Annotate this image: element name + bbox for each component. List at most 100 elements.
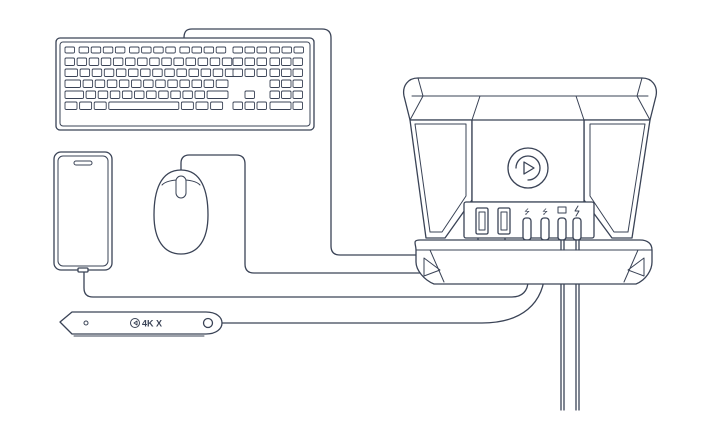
usb-c-port-icon: ⭍ <box>540 208 550 241</box>
keyboard-key <box>281 46 292 54</box>
keyboard-key <box>215 46 227 54</box>
keyboard-key <box>256 57 267 66</box>
keyboard-key <box>78 46 90 54</box>
keyboard-key <box>210 101 224 110</box>
keyboard-key <box>85 90 97 99</box>
keyboard-key <box>131 79 142 88</box>
keyboard-key <box>232 57 243 66</box>
keyboard-key <box>203 46 215 54</box>
keyboard-key <box>200 68 212 77</box>
keyboard-key <box>182 90 193 99</box>
keyboard-key <box>106 79 118 88</box>
keyboard-key <box>281 57 292 66</box>
dock-station-icon: ⭍ ⭍ <box>402 77 658 285</box>
keyboard-key <box>64 57 75 66</box>
usb-port-icon <box>497 207 511 235</box>
keyboard-key <box>153 46 164 54</box>
keyboard-key <box>76 57 88 66</box>
keyboard-key <box>115 68 127 77</box>
keyboard-key <box>212 68 224 77</box>
keyboard-key <box>129 46 140 54</box>
mouse-icon <box>153 169 209 255</box>
keyboard-key <box>121 90 133 99</box>
keyboard-key <box>203 79 215 88</box>
keyboard-key <box>244 57 255 66</box>
keyboard-key <box>281 90 292 99</box>
usb-c-port-icon: ⭍ <box>522 208 532 241</box>
keyboard-key <box>244 46 255 54</box>
keyboard-key <box>269 90 280 99</box>
keyboard-key <box>209 57 221 66</box>
keyboard-key <box>191 79 202 88</box>
keyboard-key <box>256 46 267 54</box>
keyboard-keys <box>64 46 304 110</box>
elgato-logo-icon <box>130 318 140 328</box>
keyboard-key <box>143 79 154 88</box>
keyboard-key <box>215 79 229 88</box>
keyboard-key <box>206 90 229 99</box>
keyboard-key <box>244 101 255 110</box>
keyboard-key <box>256 68 267 77</box>
keyboard-key <box>179 46 190 54</box>
keyboard-key <box>125 57 136 66</box>
keyboard-key <box>161 57 172 66</box>
keyboard-key <box>128 68 139 77</box>
keyboard-key <box>114 46 126 54</box>
keyboard-key <box>82 79 94 88</box>
keyboard-key <box>269 79 280 88</box>
keyboard-key <box>109 90 121 99</box>
keyboard-key <box>91 68 103 77</box>
keyboard-key <box>256 101 267 110</box>
keyboard-key <box>88 57 100 66</box>
keyboard-key <box>281 79 292 88</box>
keyboard-key <box>293 46 304 54</box>
keyboard-key <box>170 90 181 99</box>
keyboard-key <box>93 101 107 110</box>
keyboard-key <box>269 46 280 54</box>
keyboard-key <box>269 68 280 77</box>
keyboard-key <box>269 101 292 110</box>
keyboard-key <box>102 46 114 54</box>
keyboard-key <box>292 68 303 77</box>
phone-cable <box>83 239 529 298</box>
capture-card-icon: 4K X <box>59 311 223 337</box>
keyboard-key <box>185 57 196 66</box>
keyboard-key <box>232 101 243 110</box>
keyboard-key <box>292 79 303 88</box>
keyboard-key <box>64 68 78 77</box>
elgato-logo-icon <box>507 147 549 189</box>
keyboard-key <box>79 101 93 110</box>
keyboard-key <box>292 101 303 110</box>
keyboard-key <box>79 68 91 77</box>
keyboard-key <box>197 57 209 66</box>
keyboard-key <box>100 57 112 66</box>
keyboard-key <box>281 68 292 77</box>
keyboard-icon <box>55 37 315 131</box>
keyboard-key <box>94 79 106 88</box>
keyboard-key <box>232 68 243 77</box>
keyboard-key <box>180 101 194 110</box>
keyboard-key <box>179 79 190 88</box>
keyboard-key <box>64 46 75 54</box>
keyboard-key <box>64 90 84 99</box>
keyboard-key <box>64 79 81 88</box>
keyboard-key <box>269 57 280 66</box>
keyboard-key <box>244 90 255 99</box>
keyboard-key <box>141 46 152 54</box>
keyboard-key <box>176 68 187 77</box>
keyboard-key <box>158 90 169 99</box>
keyboard-key <box>164 68 175 77</box>
keyboard-key <box>103 68 115 77</box>
keyboard-key <box>155 79 166 88</box>
smartphone-icon <box>53 151 113 273</box>
keyboard-key <box>146 90 157 99</box>
keyboard-key <box>292 90 303 99</box>
keyboard-key <box>108 101 180 110</box>
keyboard-key <box>152 68 163 77</box>
svg-text:⭍: ⭍ <box>542 208 548 216</box>
keyboard-key <box>195 101 209 110</box>
keyboard-key <box>90 46 102 54</box>
keyboard-key <box>292 57 303 66</box>
keyboard-key <box>140 68 151 77</box>
